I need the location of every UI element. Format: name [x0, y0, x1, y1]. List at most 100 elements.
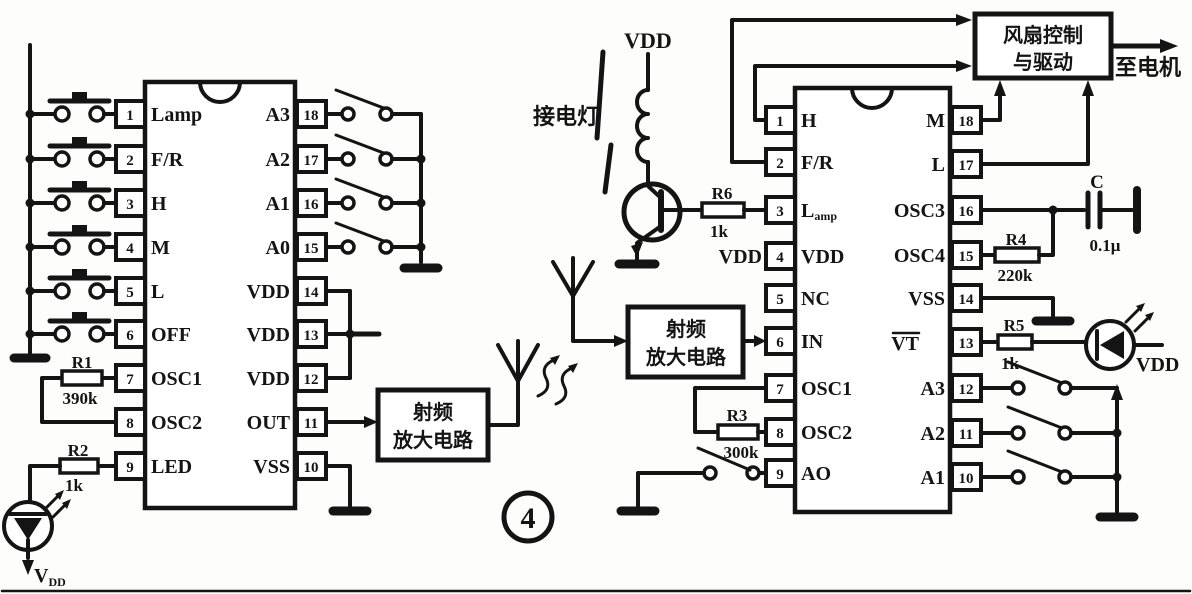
- figure-number-badge: 4: [501, 490, 555, 544]
- pin-label: OSC2: [151, 412, 202, 434]
- pin-label: OUT: [247, 412, 291, 434]
- vt-led-icon: [1084, 303, 1164, 371]
- pushbutton-m: [25, 225, 118, 256]
- figure-number: 4: [521, 502, 536, 535]
- pin-number: 3: [126, 197, 134, 213]
- ao-switch: [616, 446, 768, 516]
- pin-label: H: [151, 193, 167, 215]
- pin-number: 18: [959, 114, 974, 130]
- pin-label: A1: [921, 467, 945, 489]
- resistor-r2: R2 1k: [28, 441, 118, 504]
- to-motor-label: 至电机: [1115, 55, 1181, 80]
- resistor-name: R3: [727, 406, 748, 425]
- right-receiver-circuit: VDD 接电灯 R6 1k VDD 风扇控制 与驱动: [533, 11, 1181, 522]
- pin-label: OSC3: [894, 200, 945, 222]
- pin-label: H: [801, 110, 817, 132]
- resistor-value: 300k: [724, 443, 760, 462]
- pin-label: AO: [801, 463, 831, 485]
- fan-box-wiring: [730, 14, 1094, 166]
- pin-label-vt: VT: [891, 333, 919, 355]
- pin-label: A0: [266, 237, 290, 259]
- vdd-top-label: VDD: [624, 28, 672, 53]
- pin-number: 4: [776, 250, 784, 266]
- pin-label: VDD: [247, 324, 290, 346]
- pin-label: M: [151, 237, 170, 259]
- pin-label: OSC1: [801, 378, 852, 400]
- pin-number: 10: [304, 460, 319, 476]
- pin-number: 9: [776, 467, 784, 483]
- pin-number: 3: [776, 204, 784, 220]
- pin-number: 16: [304, 197, 320, 213]
- pin-label: A1: [266, 193, 290, 215]
- fan-control-box: 风扇控制 与驱动 至电机: [972, 11, 1181, 81]
- resistor-name: R4: [1006, 230, 1027, 249]
- pin-label: F/R: [801, 152, 834, 174]
- pin-label: A2: [921, 423, 945, 445]
- encoder-ic: [142, 79, 298, 511]
- pin-label: Lamp: [801, 200, 837, 223]
- pin-number: 5: [776, 292, 784, 308]
- rf-box-line1: 射频: [412, 400, 453, 424]
- pushbutton-lamp: [25, 92, 118, 123]
- pin-label: IN: [801, 331, 824, 353]
- pin-number: 12: [304, 372, 319, 388]
- pin-number: 14: [304, 285, 320, 301]
- pin-label: OSC2: [801, 422, 852, 444]
- ic-notch: [850, 87, 894, 110]
- resistor-name: R2: [68, 441, 89, 460]
- rf-box-line2: 放大电路: [645, 345, 727, 369]
- resistor-value: 1k: [710, 222, 729, 241]
- rf-box-line1: 射频: [665, 317, 706, 341]
- pin-label: M: [926, 110, 945, 132]
- pin-number: 7: [126, 372, 134, 388]
- pushbutton-fr: [25, 137, 118, 168]
- pin-label: VSS: [908, 288, 945, 310]
- resistor-r1: R1 390k: [40, 353, 118, 424]
- pin-number: 6: [776, 335, 784, 351]
- resistor-r6: R6 1k: [700, 184, 768, 241]
- pin-label: VDD: [247, 368, 290, 390]
- led-supply-label: VDD: [34, 565, 66, 589]
- pin-label: Lamp: [151, 104, 202, 126]
- resistor-value: 1k: [65, 476, 84, 495]
- pin-label: OSC1: [151, 368, 202, 390]
- pin-number: 16: [959, 204, 975, 220]
- pin-label: L: [932, 154, 945, 176]
- rf-amplifier-box-left: 射频 放大电路: [324, 387, 491, 463]
- indicator-led-icon: [2, 490, 71, 575]
- pin-number: 5: [126, 285, 134, 301]
- pin-number: 7: [776, 382, 784, 398]
- resistor-value: 220k: [998, 266, 1034, 285]
- pin-number: 14: [959, 292, 975, 308]
- pin-number: 13: [959, 336, 974, 352]
- pin-number: 15: [304, 241, 319, 257]
- pin-number: 18: [304, 108, 319, 124]
- resistor-name: R1: [72, 353, 93, 372]
- lamp-note-label: 接电灯: [533, 104, 599, 129]
- resistor-r4: R4 220k: [979, 210, 1055, 285]
- pin-number: 13: [304, 328, 319, 344]
- resistor-value: 390k: [63, 389, 99, 408]
- pin-number: 15: [959, 249, 974, 265]
- pin-number: 17: [304, 153, 320, 169]
- capacitor-c: C 0.1μ: [979, 172, 1141, 255]
- pushbutton-switches: [25, 92, 118, 343]
- pushbutton-h: [25, 181, 118, 212]
- pin-number: 2: [776, 156, 784, 172]
- rf-amplifier-box-right: 射频 放大电路: [625, 304, 766, 380]
- pin-number: 12: [959, 382, 974, 398]
- fan-box-line1: 风扇控制: [1003, 23, 1083, 47]
- pin-number: 8: [126, 416, 134, 432]
- pin-label: VSS: [253, 456, 290, 478]
- pin-label: NC: [801, 288, 830, 310]
- resistor-name: R6: [712, 184, 733, 203]
- address-switches-right-ic: [979, 360, 1139, 522]
- pin-label: A3: [921, 378, 945, 400]
- pin-number: 1: [126, 108, 134, 124]
- pin-number: 1: [776, 114, 784, 130]
- pin-number: 17: [959, 158, 975, 174]
- pin-number: 8: [776, 426, 784, 442]
